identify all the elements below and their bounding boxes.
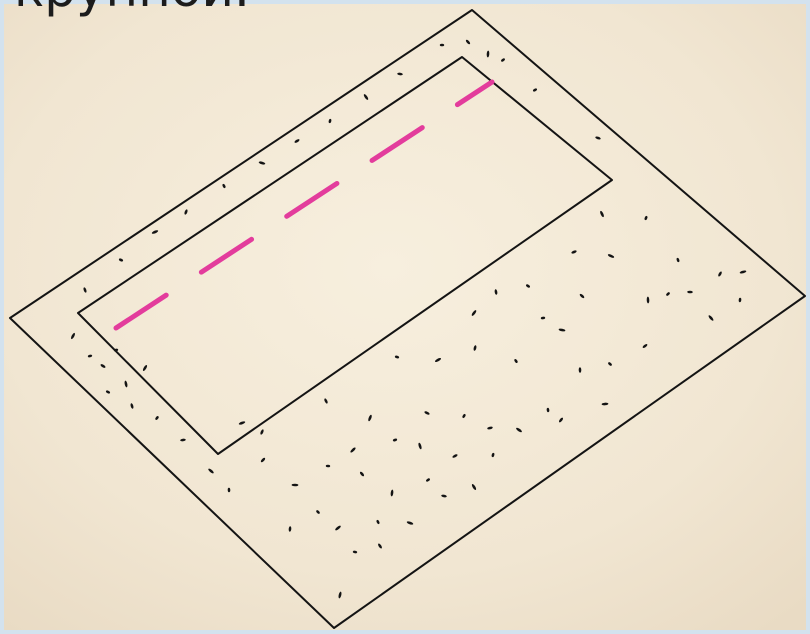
slide-caption: крупной. — [14, 0, 250, 14]
speckle-dot — [440, 44, 444, 47]
paper-photo — [4, 4, 806, 630]
